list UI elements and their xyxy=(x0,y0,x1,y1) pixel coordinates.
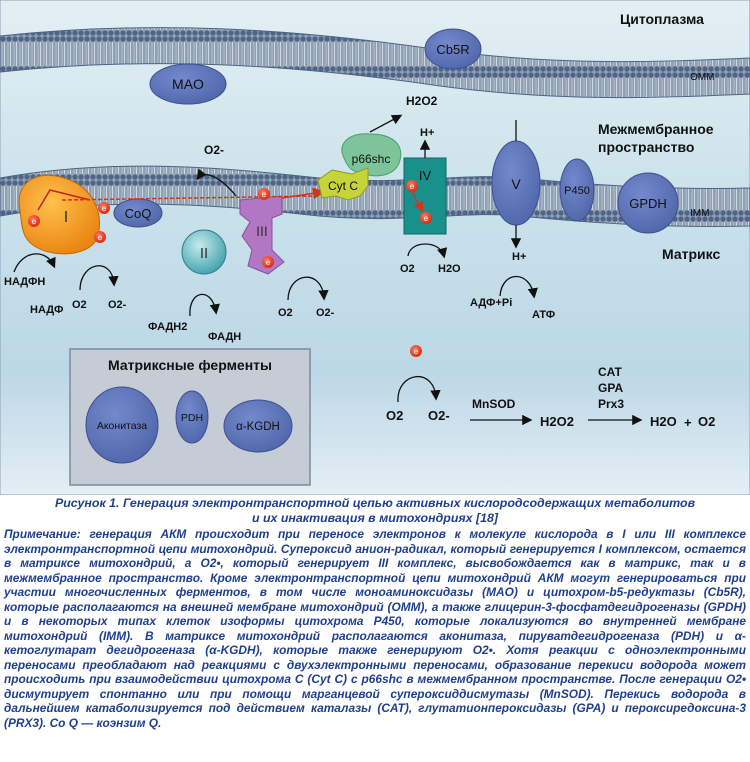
p66shc xyxy=(341,133,402,177)
svg-text:e: e xyxy=(98,233,103,242)
nadh-label: НАДФН xyxy=(4,276,45,288)
complex-i-electron-path xyxy=(37,189,91,211)
svg-text:e: e xyxy=(410,182,415,191)
mao-label: MAO xyxy=(172,76,204,92)
cb5r-enzyme xyxy=(424,28,482,70)
inactivation-h2o2-label: H2O2 xyxy=(540,414,574,429)
electron-c3-bottom: e xyxy=(262,256,274,268)
pdh-enzyme xyxy=(175,390,209,444)
svg-text:e: e xyxy=(102,204,107,213)
c4-water-arrow xyxy=(407,243,448,259)
matrix-label: Матрикс xyxy=(662,246,720,262)
cat-label: CAT xyxy=(598,365,622,379)
o2-c3-label: O2 xyxy=(278,307,293,319)
fadh-arrow xyxy=(189,293,220,317)
complex-v-label: V xyxy=(511,176,521,192)
svg-text:e: e xyxy=(262,190,267,199)
c3-superoxide-arrow xyxy=(287,276,329,301)
complex-iii-label: III xyxy=(256,223,268,239)
o2-minus-ims-label: O2- xyxy=(204,143,224,157)
atp-synthesis-arrow xyxy=(499,276,538,299)
prx3-label: Prx3 xyxy=(598,397,624,411)
nad-label: НАДФ xyxy=(30,304,63,316)
svg-text:e: e xyxy=(414,347,419,356)
outer-membrane xyxy=(0,27,750,99)
svg-text:e: e xyxy=(266,258,271,267)
caption-title-line-2: и их инактивация в митохондриях [18] xyxy=(251,511,499,525)
akgdh-label: α-KGDH xyxy=(236,421,280,433)
matrix-enzymes-title: Матриксные ферменты xyxy=(108,357,272,373)
c1-superoxide-arrow xyxy=(79,265,119,291)
o2-c4-label: O2 xyxy=(400,263,415,275)
electron-c4-top: e xyxy=(406,180,418,192)
p66shc-label: p66shc xyxy=(352,152,391,166)
complex-iii xyxy=(239,195,285,275)
akgdh-enzyme xyxy=(223,399,293,453)
cyt-c-label: Cyt C xyxy=(328,179,358,193)
complex-iv-label: IV xyxy=(419,168,432,183)
fadh2-label: ФАДН2 xyxy=(148,321,187,333)
o2-c1-label: O2 xyxy=(72,299,87,311)
gpa-label: GPA xyxy=(598,381,623,395)
inactivation-o2-minus-label: O2- xyxy=(428,408,450,423)
caption-title-line-1: Рисунок 1. Генерация электронтранспортно… xyxy=(54,496,696,510)
caption-note: Примечание: генерация АКМ происходит при… xyxy=(4,527,746,730)
svg-text:e: e xyxy=(32,217,37,226)
nadh-arrow xyxy=(13,253,56,273)
pdh-label: PDH xyxy=(181,412,203,424)
inactivation-h2o-label: H2O xyxy=(650,414,677,429)
gpdh-label: GPDH xyxy=(629,196,667,211)
c4-electron-arrow xyxy=(411,191,424,213)
ims-superoxide-arrow xyxy=(196,168,237,197)
h2o2-top-label: H2O2 xyxy=(406,94,438,108)
o2-minus-c3-label: O2- xyxy=(316,307,335,319)
o2-minus-c1-label: O2- xyxy=(108,299,127,311)
inactivation-o2-final-label: O2 xyxy=(698,414,715,429)
h-plus-v-label: H+ xyxy=(512,251,526,263)
aconitase-enzyme xyxy=(85,386,159,464)
complex-ii-label: II xyxy=(200,245,208,262)
coq-label: CoQ xyxy=(125,206,152,221)
electron-transfer-arrow xyxy=(281,187,325,200)
cytoplasm-label: Цитоплазма xyxy=(620,11,704,27)
complex-ii xyxy=(181,229,227,275)
complex-i-label: I xyxy=(64,209,68,226)
electron-c3-top: e xyxy=(258,188,270,200)
p66shc-h2o2-arrow xyxy=(369,114,403,133)
aconitase-label: Аконитаза xyxy=(97,420,147,432)
p450-label: P450 xyxy=(564,185,590,197)
fadh-label: ФАДН xyxy=(208,331,241,343)
cyt-c xyxy=(317,167,369,201)
cb5r-label: Cb5R xyxy=(436,42,469,57)
intermembrane-label-2: пространство xyxy=(598,139,694,155)
electron-c4-bottom: e xyxy=(420,212,432,224)
electron-c1-left: e xyxy=(28,215,40,227)
h2o-c4-label: H2O xyxy=(438,263,461,275)
electron-c1-mid: e xyxy=(94,231,106,243)
imm-label: IMM xyxy=(690,208,709,219)
caption-title: Рисунок 1. Генерация электронтранспортно… xyxy=(4,496,746,526)
h-plus-iv-label: H+ xyxy=(420,127,434,139)
electron-inactivation: e xyxy=(410,345,422,357)
mnsod-label: MnSOD xyxy=(472,397,516,411)
coq xyxy=(113,198,163,228)
electron-transfer-line xyxy=(61,195,321,201)
atp-label: АТФ xyxy=(532,309,555,321)
intermembrane-label-1: Межмембранное xyxy=(598,121,714,137)
inactivation-plus-label: + xyxy=(684,415,692,430)
adp-label: АДФ+Pi xyxy=(470,297,512,309)
figure-caption: Рисунок 1. Генерация электронтранспортно… xyxy=(4,496,746,730)
electron-c1-top: e xyxy=(98,202,110,214)
inactivation-o2-label: O2 xyxy=(386,408,403,423)
mitochondria-diagram: Цитоплазма Межмембранное пространство Ма… xyxy=(0,0,750,495)
omm-label: OMM xyxy=(690,72,714,83)
inactivation-superoxide-arrow xyxy=(397,375,441,403)
gpdh xyxy=(617,172,679,234)
svg-text:e: e xyxy=(424,214,429,223)
p450 xyxy=(559,158,595,222)
mao-enzyme xyxy=(149,63,227,105)
